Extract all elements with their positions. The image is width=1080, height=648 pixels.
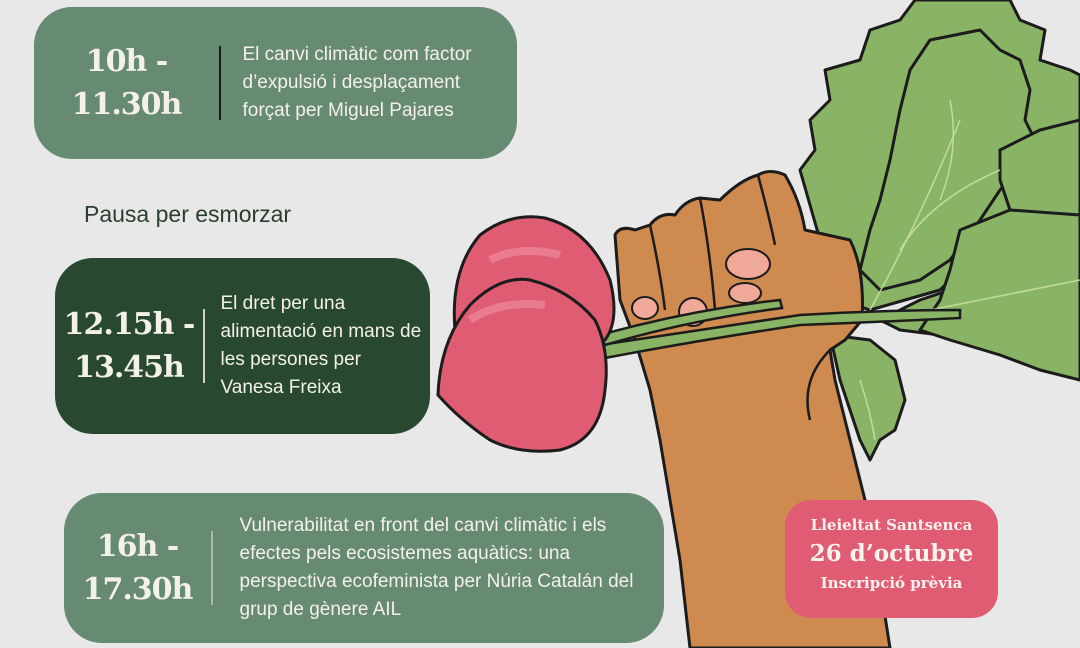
break-label: Pausa per esmorzar xyxy=(84,201,292,227)
divider xyxy=(203,309,205,383)
session-description: El canvi climàtic com factor d’expulsió … xyxy=(242,44,472,121)
schedule-card-3: 16h - 17.30h Vulnerabilitat en front del… xyxy=(64,493,664,643)
session-description: Vulnerabilitat en front del canvi climàt… xyxy=(239,515,634,620)
registration-note: Inscripció prèvia xyxy=(820,574,963,592)
event-date: 26 d’octubre xyxy=(809,540,974,567)
time-range: 10h - 11.30h xyxy=(34,40,219,127)
venue-label: Lleieltat Santsenca xyxy=(810,516,973,534)
event-info-box: Lleieltat Santsenca 26 d’octubre Inscrip… xyxy=(785,500,998,618)
time-range: 12.15h - 13.45h xyxy=(55,303,203,390)
time-end: 11.30h xyxy=(71,87,183,122)
time-start: 12.15h - xyxy=(63,306,196,342)
schedule-card-2: 12.15h - 13.45h El dret per una alimenta… xyxy=(55,258,430,434)
time-end: 17.30h xyxy=(82,572,194,607)
session-description: El dret per una alimentació en mans de l… xyxy=(220,293,422,398)
schedule-card-1: 10h - 11.30h El canvi climàtic com facto… xyxy=(34,7,517,159)
time-start: 16h - xyxy=(96,528,179,564)
time-start: 10h - xyxy=(85,43,168,79)
time-range: 16h - 17.30h xyxy=(64,525,211,612)
divider xyxy=(219,46,221,120)
time-end: 13.45h xyxy=(74,350,185,385)
divider xyxy=(211,531,213,605)
